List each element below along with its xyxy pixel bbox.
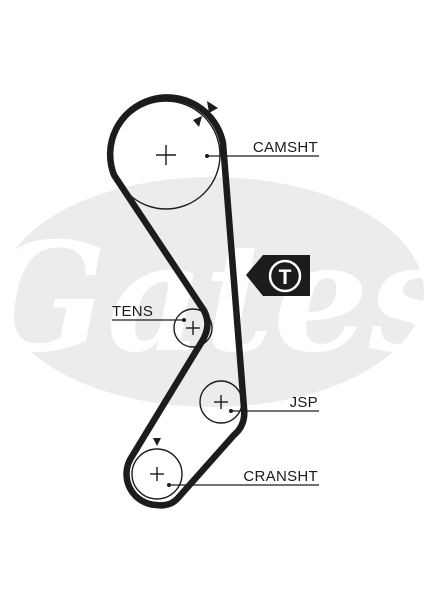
camshaft-center-cross-icon — [156, 145, 176, 165]
tensioner-pulley — [173, 308, 213, 348]
jsp-leader-line — [229, 409, 319, 413]
crankshaft-leader-line — [167, 483, 319, 487]
tensioner-label: TENS — [112, 303, 153, 320]
tensioner-marker: T — [246, 255, 310, 296]
camshaft-leader-line — [205, 154, 319, 158]
crankshaft-pulley — [131, 448, 183, 500]
jsp-label: JSP — [290, 394, 318, 411]
marker-letter: T — [279, 266, 292, 289]
jsp-center-cross-icon — [214, 395, 228, 409]
tensioner-center-cross-icon — [186, 321, 200, 335]
timing-belt — [106, 94, 248, 509]
rotation-arrow-icon — [207, 101, 218, 113]
crankshaft-center-cross-icon — [150, 467, 164, 481]
gates-logo-watermark: Gates — [0, 177, 424, 407]
watermark-ellipse — [0, 177, 424, 407]
tensioner-leader-line — [112, 318, 186, 322]
crank-timing-arrow-icon — [153, 438, 161, 446]
marker-ring — [268, 259, 302, 293]
camshaft-label: CAMSHT — [253, 139, 318, 156]
watermark-wordmark: Gates — [0, 210, 424, 386]
crankshaft-label: CRANSHT — [243, 468, 318, 485]
timing-mark-arrow-icon — [193, 116, 202, 127]
